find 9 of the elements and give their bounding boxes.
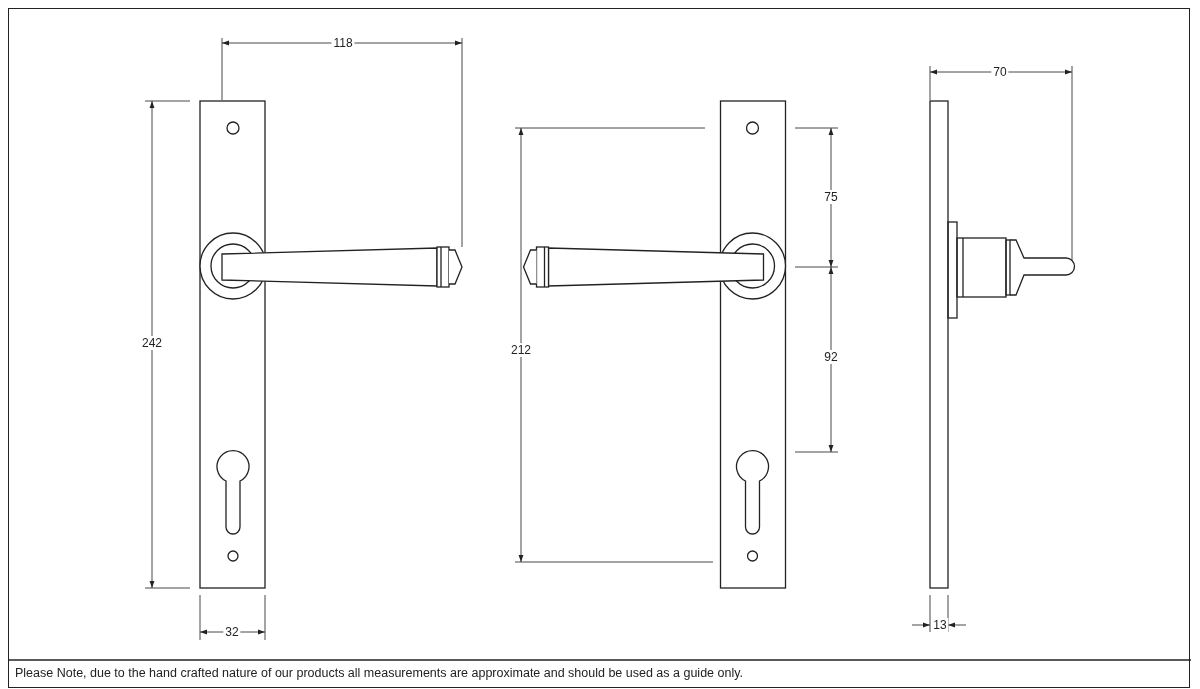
dimension-label: 212 bbox=[509, 343, 533, 357]
note-text: Please Note, due to the hand crafted nature of our products all measurements are approximate and should be used as a guide only. bbox=[15, 666, 743, 681]
dimension-label: 75 bbox=[822, 190, 840, 204]
dimension-label: 92 bbox=[822, 350, 840, 364]
dimension-label: 118 bbox=[331, 36, 355, 50]
dimension-label: 13 bbox=[931, 618, 949, 632]
dimension-label: 70 bbox=[991, 65, 1009, 79]
dimension-label: 242 bbox=[140, 336, 164, 350]
dimension-label: 32 bbox=[223, 625, 241, 639]
